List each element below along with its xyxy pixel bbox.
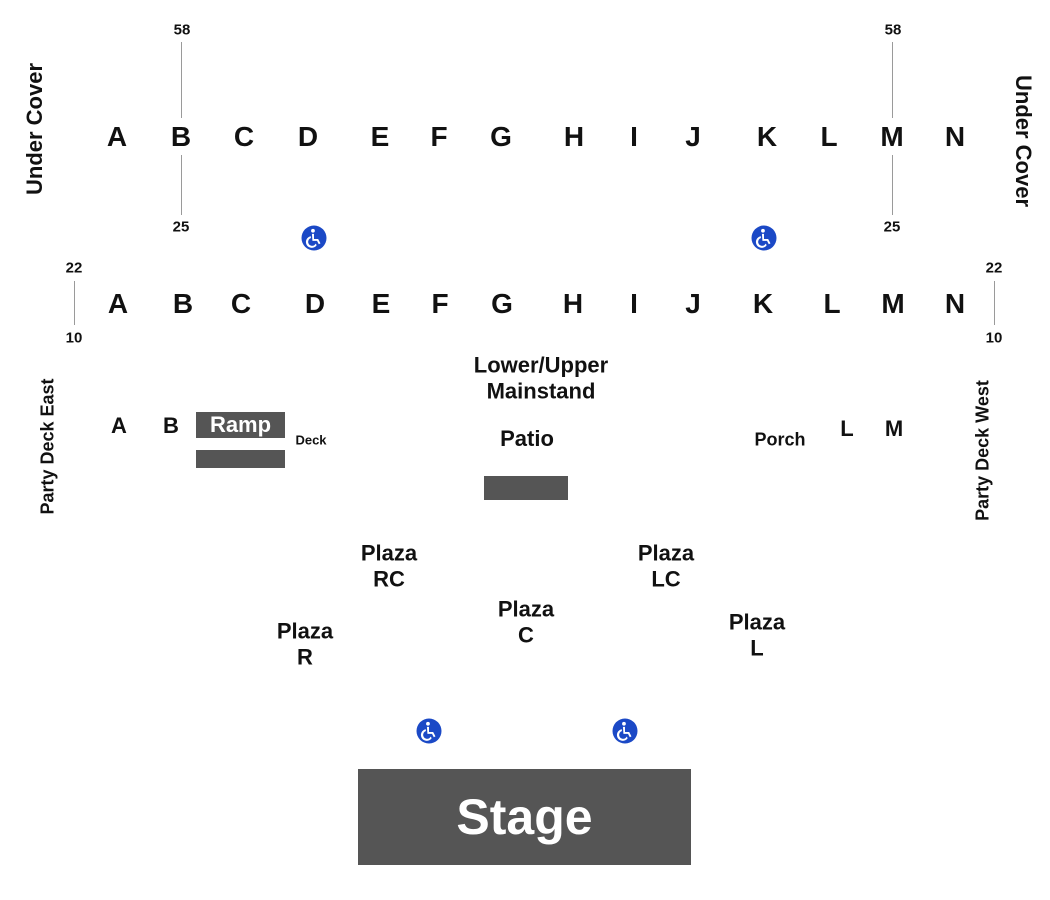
mainstand-line1: Lower/Upper bbox=[473, 352, 609, 378]
plaza-l-line1: Plaza bbox=[728, 609, 786, 635]
ramp-lower-block bbox=[196, 450, 285, 468]
patio-block bbox=[484, 476, 568, 500]
upper-row-c[interactable]: C bbox=[233, 121, 255, 152]
plaza-rc-line1: Plaza bbox=[360, 540, 418, 566]
lower-row-divider-right bbox=[994, 281, 995, 325]
lower-row-f[interactable]: F bbox=[431, 288, 449, 319]
plaza-r[interactable]: Plaza R bbox=[277, 619, 333, 672]
lower-row-k[interactable]: K bbox=[752, 288, 774, 319]
deck-section-a[interactable]: A bbox=[111, 413, 127, 438]
deck-section-b[interactable]: B bbox=[163, 413, 179, 438]
plaza-c-line2: C bbox=[518, 623, 534, 648]
plaza-r-line1: Plaza bbox=[276, 618, 334, 644]
plaza-rc-line2: RC bbox=[373, 567, 405, 592]
porch-label[interactable]: Porch bbox=[754, 429, 806, 450]
upper-row-i[interactable]: I bbox=[630, 121, 638, 152]
upper-row-h[interactable]: H bbox=[563, 121, 585, 152]
lower-row-d[interactable]: D bbox=[304, 288, 326, 319]
wheelchair-icon bbox=[751, 225, 777, 251]
lower-row-j[interactable]: J bbox=[685, 288, 701, 319]
upper-row-m[interactable]: M bbox=[880, 121, 904, 152]
lower-row-m[interactable]: M bbox=[881, 288, 905, 319]
plaza-lc[interactable]: Plaza LC bbox=[638, 541, 694, 594]
stage-label: Stage bbox=[456, 789, 593, 845]
plaza-lc-line2: LC bbox=[651, 567, 681, 592]
upper-row-number-top-right: 58 bbox=[884, 21, 902, 39]
upper-row-n[interactable]: N bbox=[944, 121, 966, 152]
deck-label[interactable]: Deck bbox=[295, 432, 327, 448]
lower-row-number-bottom-left: 10 bbox=[65, 329, 83, 347]
deck-section-m[interactable]: M bbox=[884, 416, 904, 441]
lower-row-a[interactable]: A bbox=[107, 288, 129, 319]
lower-row-number-top-left: 22 bbox=[65, 259, 83, 277]
lower-row-e[interactable]: E bbox=[371, 288, 391, 319]
upper-row-divider-bottom-left bbox=[181, 155, 182, 215]
plaza-rc[interactable]: Plaza RC bbox=[361, 541, 417, 594]
upper-row-divider-bottom-right bbox=[892, 155, 893, 215]
lower-row-number-top-right: 22 bbox=[985, 259, 1003, 277]
lower-row-c[interactable]: C bbox=[230, 288, 252, 319]
under-cover-right-label: Under Cover bbox=[1011, 75, 1036, 208]
wheelchair-icon bbox=[612, 718, 638, 744]
party-deck-east-label[interactable]: Party Deck East bbox=[37, 378, 58, 515]
upper-row-a[interactable]: A bbox=[106, 121, 128, 152]
plaza-c-line1: Plaza bbox=[497, 596, 555, 622]
upper-row-number-bottom-right: 25 bbox=[883, 218, 901, 236]
plaza-lc-line1: Plaza bbox=[637, 540, 695, 566]
ramp-block: Ramp bbox=[196, 412, 285, 438]
deck-section-l[interactable]: L bbox=[840, 416, 854, 441]
upper-row-e[interactable]: E bbox=[370, 121, 390, 152]
plaza-c[interactable]: Plaza C bbox=[498, 597, 554, 650]
lower-row-divider-left bbox=[74, 281, 75, 325]
upper-row-number-top-left: 58 bbox=[173, 21, 191, 39]
upper-row-g[interactable]: G bbox=[490, 121, 512, 152]
stage: Stage bbox=[358, 769, 691, 865]
upper-row-divider-top-right bbox=[892, 42, 893, 118]
plaza-r-line2: R bbox=[297, 645, 313, 670]
lower-row-n[interactable]: N bbox=[944, 288, 966, 319]
upper-row-j[interactable]: J bbox=[685, 121, 701, 152]
ramp-label: Ramp bbox=[209, 412, 272, 437]
under-cover-left-label: Under Cover bbox=[22, 62, 47, 195]
patio-label[interactable]: Patio bbox=[500, 426, 554, 451]
lower-row-l[interactable]: L bbox=[823, 288, 841, 319]
upper-row-l[interactable]: L bbox=[820, 121, 838, 152]
mainstand-label[interactable]: Lower/Upper Mainstand bbox=[474, 353, 608, 406]
plaza-l[interactable]: Plaza L bbox=[729, 610, 785, 663]
lower-row-g[interactable]: G bbox=[491, 288, 513, 319]
plaza-l-line2: L bbox=[750, 636, 764, 661]
mainstand-line2: Mainstand bbox=[486, 379, 596, 404]
lower-row-h[interactable]: H bbox=[562, 288, 584, 319]
wheelchair-icon bbox=[416, 718, 442, 744]
lower-row-b[interactable]: B bbox=[172, 288, 194, 319]
upper-row-number-bottom-left: 25 bbox=[172, 218, 190, 236]
lower-row-i[interactable]: I bbox=[630, 288, 638, 319]
upper-row-d[interactable]: D bbox=[297, 121, 319, 152]
upper-row-b[interactable]: B bbox=[170, 121, 192, 152]
upper-row-k[interactable]: K bbox=[756, 121, 778, 152]
wheelchair-icon bbox=[301, 225, 327, 251]
party-deck-west-label[interactable]: Party Deck West bbox=[972, 380, 993, 521]
upper-row-f[interactable]: F bbox=[430, 121, 448, 152]
upper-row-divider-top-left bbox=[181, 42, 182, 118]
lower-row-number-bottom-right: 10 bbox=[985, 329, 1003, 347]
